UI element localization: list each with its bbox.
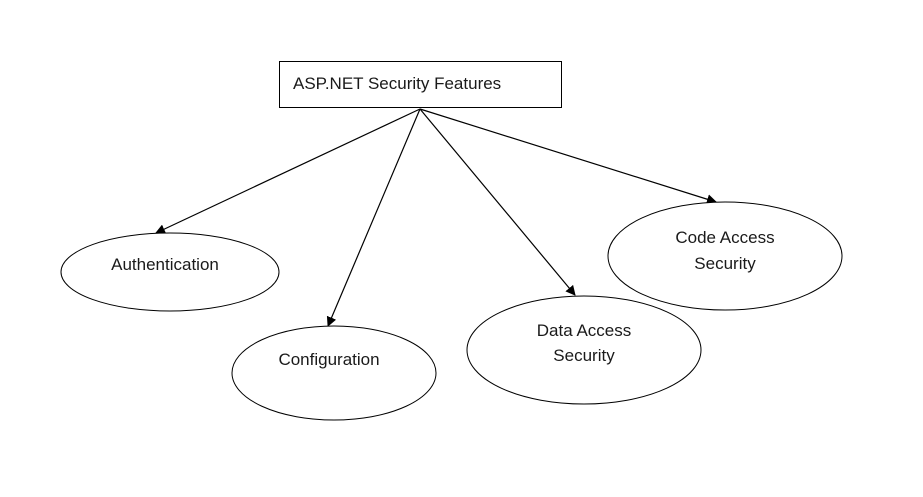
- configuration-ellipse: [231, 325, 437, 421]
- data-access-security-ellipse: [466, 295, 702, 405]
- code-access-security-label-line-2: Security: [694, 254, 756, 273]
- edge-root-authentication: [155, 108, 421, 234]
- authentication-label: Authentication: [111, 255, 219, 274]
- node-code-access-security: Code Access Security: [607, 201, 843, 311]
- root-node: ASP.NET Security Features: [279, 61, 562, 108]
- root-label: ASP.NET Security Features: [293, 74, 501, 93]
- node-data-access-security: Data Access Security: [466, 295, 702, 405]
- node-authentication: Authentication: [60, 232, 280, 312]
- node-configuration: Configuration: [231, 325, 437, 421]
- edge-root-configuration: [326, 108, 421, 327]
- authentication-ellipse: [60, 232, 280, 312]
- edges: [155, 108, 717, 327]
- edge-root-data-access-security: [419, 108, 576, 296]
- code-access-security-ellipse: [607, 201, 843, 311]
- edge-root-code-access-security: [419, 108, 717, 205]
- data-access-security-label-line-2: Security: [553, 346, 615, 365]
- code-access-security-label-line-1: Code Access: [675, 228, 774, 247]
- root-box: [279, 61, 562, 108]
- configuration-label: Configuration: [278, 350, 379, 369]
- data-access-security-label-line-1: Data Access: [537, 321, 632, 340]
